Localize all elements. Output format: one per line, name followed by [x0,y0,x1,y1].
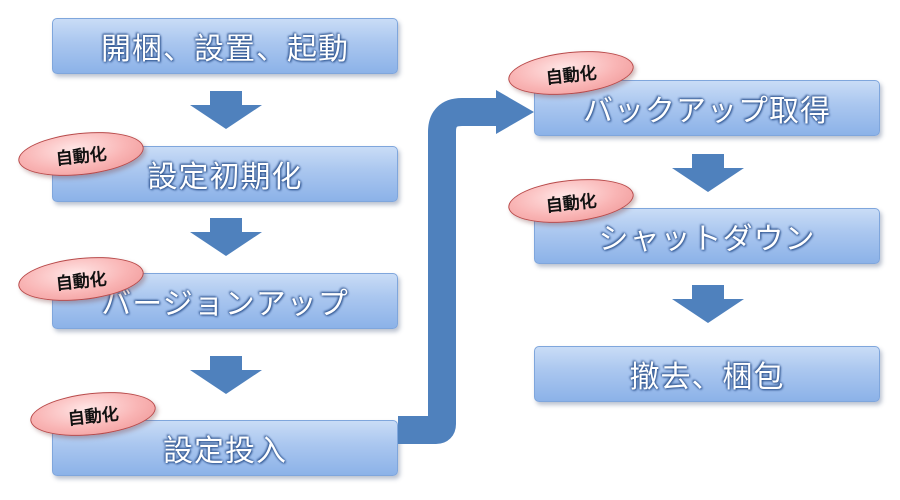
step-label: 設定初期化 [147,160,303,195]
step-unpack-setup-boot: 開梱、設置、起動 [52,18,398,74]
badge-label: 自動化 [544,190,598,217]
step-label: 設定投入 [163,434,287,469]
down-arrow-icon [190,218,262,256]
step-label: 開梱、設置、起動 [101,32,349,67]
step-label: 撤去、梱包 [629,360,785,395]
step-remove-pack: 撤去、梱包 [534,346,880,402]
badge-label: 自動化 [544,62,598,89]
step-label: バックアップ取得 [583,94,831,129]
down-arrow-icon [190,356,262,394]
step-backup: バックアップ取得 [534,80,880,136]
step-version-up: バージョンアップ [52,273,398,329]
connector-arrow-icon [398,90,534,444]
step-label: バージョンアップ [101,287,349,322]
down-arrow-icon [672,285,744,323]
down-arrow-icon [672,154,744,192]
badge-label: 自動化 [66,403,120,430]
down-arrow-icon [190,91,262,129]
badge-label: 自動化 [54,268,108,295]
badge-label: 自動化 [54,143,108,170]
step-label: シャットダウン [598,222,816,257]
step-config-init: 設定初期化 [52,146,398,202]
